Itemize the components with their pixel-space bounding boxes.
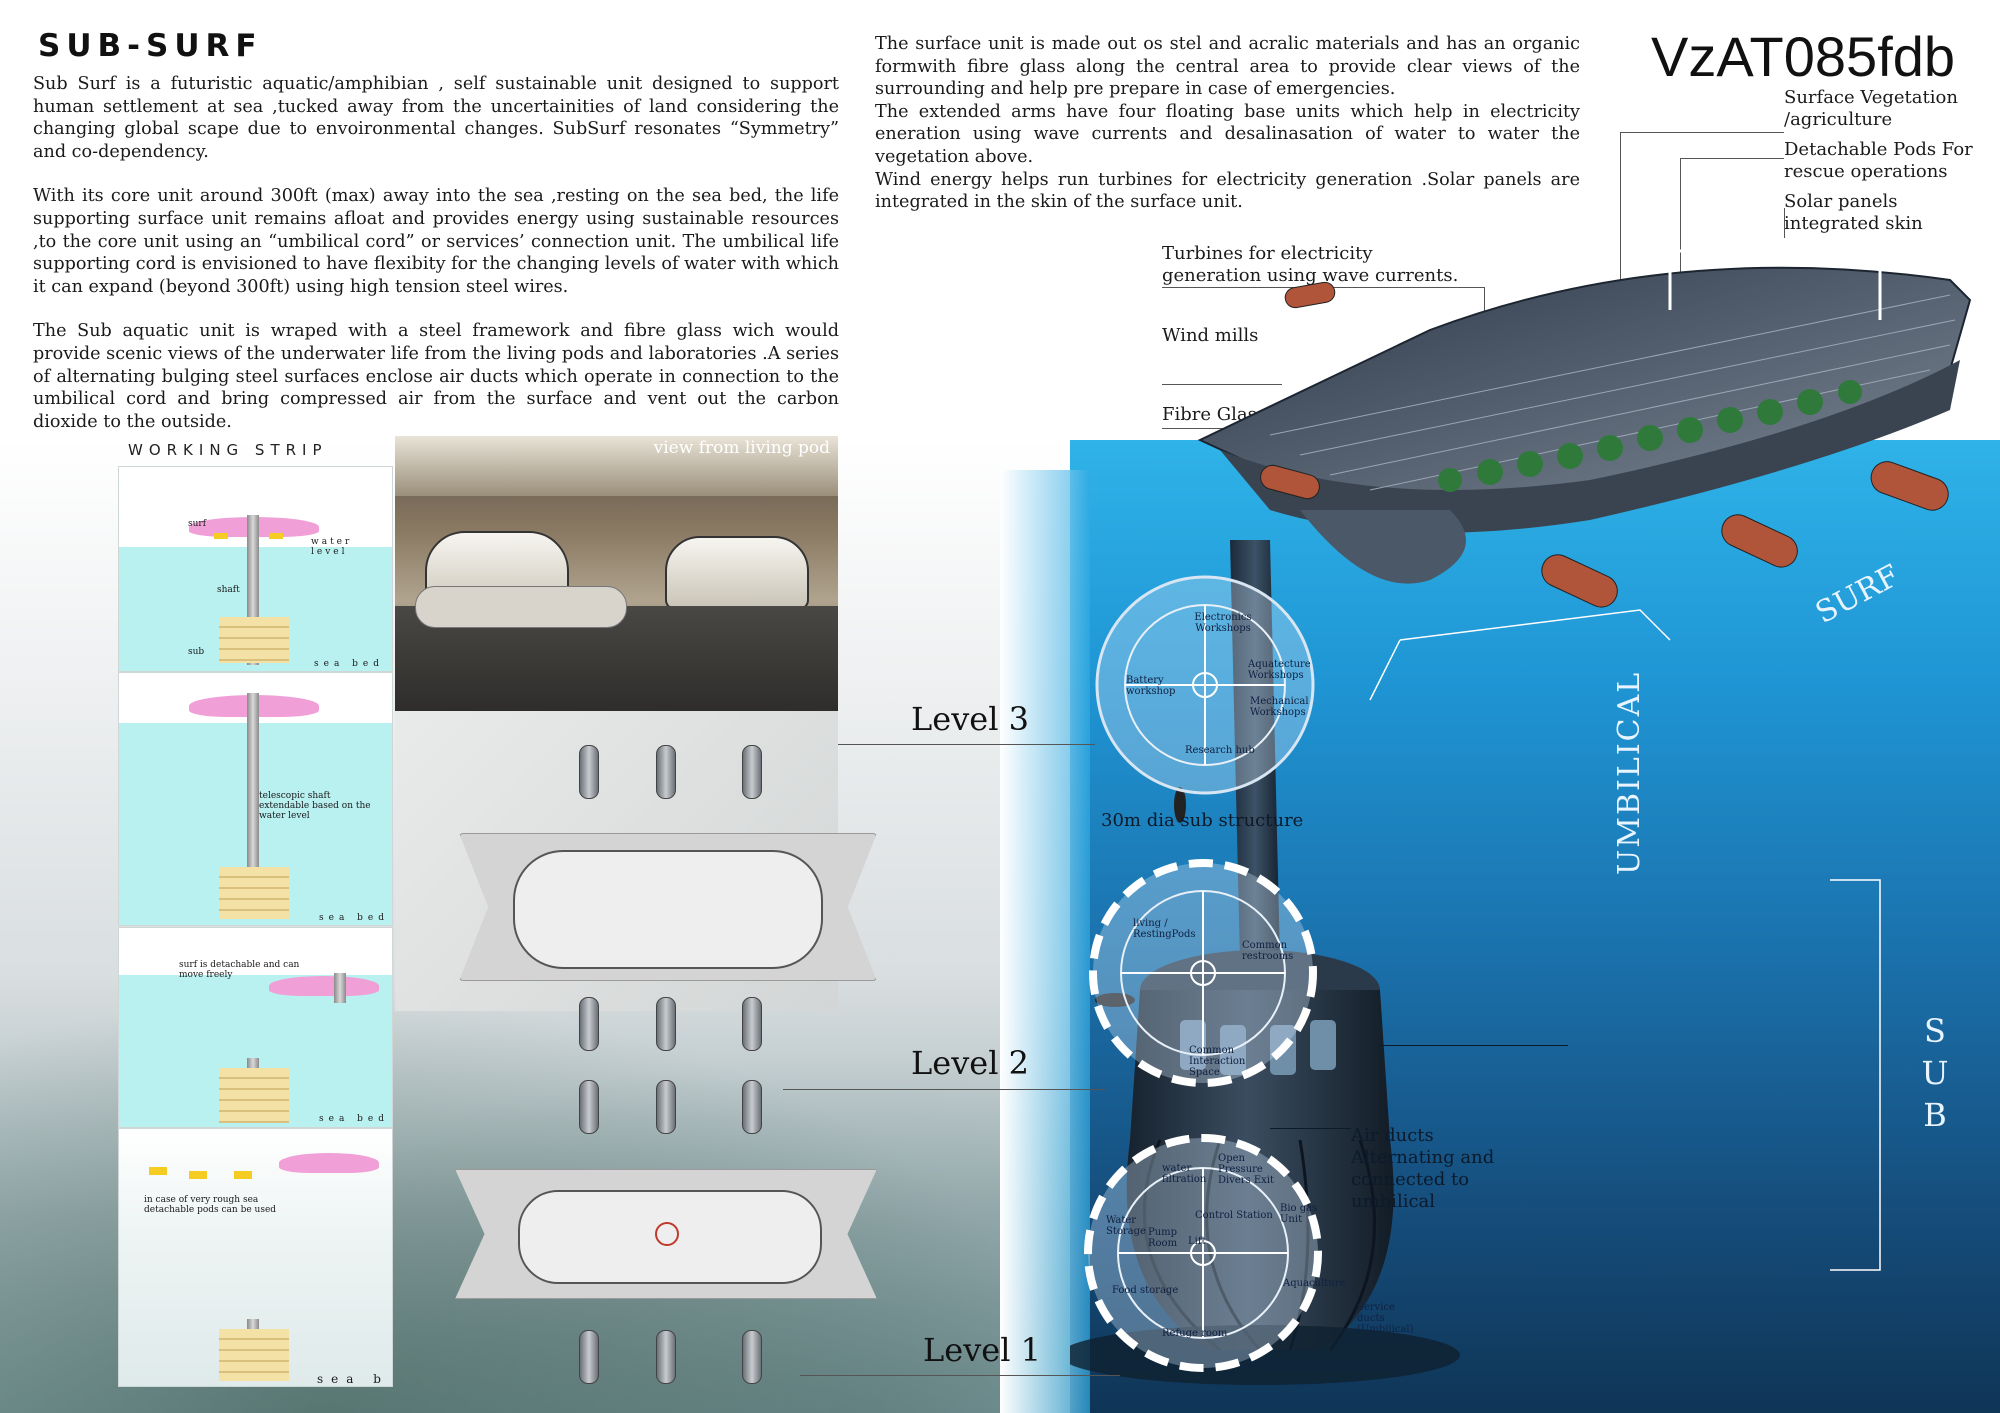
pod (579, 997, 599, 1051)
intro-paragraph-2: With its core unit around 300ft (max) aw… (33, 186, 839, 297)
room-lift: Lift (1188, 1236, 1206, 1247)
pod (656, 1080, 676, 1134)
leader-pods (1680, 158, 1784, 159)
room-battery: Battery workshop (1126, 675, 1176, 697)
right-paragraph-2: The extended arms have four floating bas… (875, 101, 1580, 167)
room-refuge: Refuge room (1162, 1328, 1228, 1339)
label-surface-vegetation: Surface Vegetation /agriculture (1784, 87, 1958, 130)
pod (742, 1080, 762, 1134)
room-electronics: Electronics Workshops (1194, 612, 1252, 634)
label-umbilical: UMBILICAL (1612, 670, 1647, 875)
room-food-storage: Food storage (1112, 1285, 1179, 1296)
leader-vegetation (1620, 132, 1784, 133)
pod (742, 745, 762, 799)
strip-panel-4: in case of very rough sea detachable pod… (118, 1128, 393, 1387)
strip-panel-1: surf water level shaft sub sea bed (118, 466, 393, 672)
level-2-label: Level 2 (911, 1044, 1029, 1082)
room-research: Research hub (1185, 745, 1255, 756)
leader-solar (1784, 208, 1785, 238)
level3-plan-outline (513, 850, 823, 969)
right-paragraph-3: Wind energy helps run turbines for elect… (875, 169, 1580, 213)
label-air-ducts: Air ducts Alternating and connected to u… (1351, 1125, 1495, 1212)
surf-bracket (1399, 609, 1671, 641)
room-pump: Pump Room (1148, 1227, 1178, 1249)
pod (656, 997, 676, 1051)
ocean-fade (1000, 470, 1090, 1413)
sub-bracket (1830, 879, 1881, 1271)
label-sub-structure: 30m dia sub structure (1101, 810, 1304, 831)
surface-unit (1197, 180, 1972, 608)
pod (656, 745, 676, 799)
pod (742, 1330, 762, 1384)
room-mechanical: Mechanical Workshops (1250, 696, 1309, 718)
room-water-storage: Water Storage (1106, 1215, 1146, 1237)
label-turbines: Turbines for electricity generation usin… (1162, 243, 1459, 286)
pod (579, 1330, 599, 1384)
strip-note-telescopic: telescopic shaft extendable based on the… (259, 791, 371, 821)
room-aquaculture: Aquaculture (1283, 1278, 1346, 1289)
umbilical-shaft (1230, 540, 1280, 960)
living-pod-render: view from living pod (395, 436, 838, 711)
pod (656, 1330, 676, 1384)
level-1-label: Level 1 (923, 1331, 1041, 1369)
pod (579, 745, 599, 799)
room-biogas: Bio gas Unit (1280, 1203, 1318, 1225)
label-wind-mills: Wind mills (1162, 325, 1259, 346)
room-living: living / RestingPods (1133, 918, 1196, 940)
label-solar-panels: Solar panels integrated skin (1784, 191, 1923, 234)
intro-text: Sub Surf is a futuristic aquatic/amphibi… (33, 73, 839, 433)
strip-label-sub: sub (188, 647, 205, 657)
strip-label-shaft: shaft (217, 585, 240, 595)
intro-paragraph-3: The Sub aquatic unit is wraped with a st… (33, 321, 839, 432)
strip-label-water-level: water level (311, 537, 353, 557)
strip-panel-2: telescopic shaft extendable based on the… (118, 672, 393, 926)
room-restrooms: Common restrooms (1242, 940, 1294, 962)
page-title: SUB-SURF (38, 28, 263, 64)
surface-unit-text: The surface unit is made out os stel and… (875, 33, 1580, 214)
strip-label-sea-bed-3: sea bed (319, 1114, 390, 1124)
lift-marker (655, 1222, 679, 1246)
pod (579, 1080, 599, 1134)
label-detachable-pods: Detachable Pods For rescue operations (1784, 139, 1973, 182)
level1-floorplan (1084, 1134, 1322, 1372)
strip-label-surf: surf (188, 519, 207, 529)
room-interaction: Common Interaction Space (1189, 1045, 1246, 1078)
strip-panel-3: surf is detachable and can move freely s… (118, 927, 393, 1128)
project-code: VzAT085fdb (1651, 25, 1956, 88)
label-sub: S U B (1921, 1012, 1949, 1134)
strip-label-sea-bed-4: sea b (317, 1372, 389, 1386)
level3-floorplan (1095, 575, 1315, 795)
strip-note-detachable: surf is detachable and can move freely (179, 960, 300, 980)
level2-floorplan (1089, 859, 1317, 1087)
pod (742, 997, 762, 1051)
strip-note-rough-sea: in case of very rough sea detachable pod… (144, 1195, 277, 1215)
leader-wind (1162, 384, 1282, 385)
render-caption: view from living pod (653, 438, 830, 458)
right-paragraph-1: The surface unit is made out os stel and… (875, 34, 1580, 100)
room-control-station: Control Station (1195, 1210, 1273, 1221)
room-water-filtration: water filtration (1162, 1163, 1207, 1185)
working-strip-title: WORKING STRIP (128, 441, 328, 459)
room-service-ducts: Service ducts (Umbilical) (1357, 1302, 1414, 1335)
intro-paragraph-1: Sub Surf is a futuristic aquatic/amphibi… (33, 74, 839, 162)
strip-label-sea-bed-1: sea bed (314, 659, 385, 669)
room-aquatecture: Aquatecture Workshops (1248, 659, 1311, 681)
strip-label-sea-bed-2: sea bed (319, 913, 390, 923)
room-divers-exit: Open Pressure Divers Exit (1218, 1153, 1275, 1186)
level-3-label: Level 3 (911, 700, 1029, 738)
